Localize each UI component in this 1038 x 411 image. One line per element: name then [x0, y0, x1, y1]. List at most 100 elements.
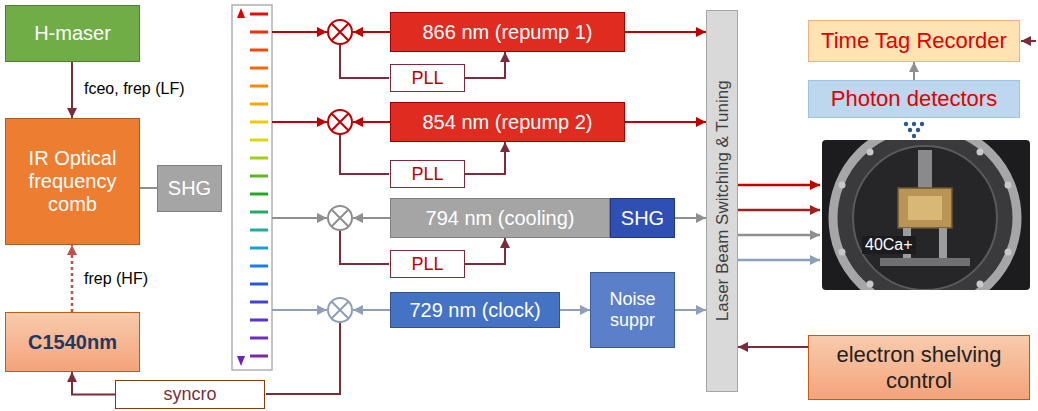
mixer-circle — [328, 298, 352, 322]
comb-line — [250, 103, 268, 106]
comb-line — [250, 121, 268, 124]
node-text: Noise suppr — [597, 289, 668, 330]
comb-line — [250, 67, 268, 70]
spectrum-axis-head — [237, 8, 245, 18]
comb-line — [250, 193, 268, 196]
comb-line — [250, 175, 268, 178]
mixer-circle — [328, 206, 352, 230]
trap-electrodes — [898, 188, 952, 228]
input-arrow — [1021, 40, 1036, 42]
vacuum-flange — [833, 140, 1017, 290]
node-text: H-maser — [34, 22, 111, 45]
switch-box: Laser Beam Switching & Tuning — [706, 10, 738, 392]
shg-box: SHG — [157, 165, 222, 212]
ion-trap-picture — [822, 140, 1030, 290]
trap-leg — [939, 228, 947, 258]
comb-line — [250, 211, 268, 214]
bolt — [977, 149, 984, 156]
bolt — [839, 182, 846, 189]
comb-box: IR Optical frequency comb — [5, 118, 140, 245]
node-text: IR Optical frequency comb — [12, 147, 133, 216]
node-text: Time Tag Recorder — [821, 28, 1007, 53]
mixer-wire — [340, 134, 389, 174]
node-text: syncro — [163, 384, 216, 405]
dot — [916, 128, 920, 132]
beam-arrow — [738, 209, 820, 212]
comb-line — [250, 31, 268, 34]
comb-line — [250, 355, 268, 358]
signal-label: fceo, frep (LF) — [82, 80, 186, 98]
node-text: PLL — [411, 68, 443, 89]
mixer-wire — [340, 230, 389, 264]
node-text: 729 nm (clock) — [409, 299, 540, 322]
connector — [738, 346, 808, 348]
node-text: 794 nm (cooling) — [426, 207, 575, 230]
bolt — [867, 281, 874, 288]
mixer-circle — [328, 20, 352, 44]
node-text: Laser Beam Switching & Tuning — [712, 81, 732, 322]
laser-arrow — [353, 121, 390, 123]
dot — [908, 128, 912, 132]
mixer-cross — [332, 302, 349, 319]
spectrum-axis-head — [237, 356, 245, 366]
connector — [625, 31, 706, 33]
comb-line — [250, 49, 268, 52]
pll-box: PLL — [390, 250, 465, 278]
node-text: Photon detectors — [831, 86, 997, 111]
beat-arrow — [272, 121, 327, 123]
mixer-symbol — [328, 20, 352, 44]
spectrum-panel — [232, 5, 272, 370]
connector — [465, 52, 505, 78]
mixer-cross — [332, 210, 349, 227]
ion-label: 40Ca+ — [862, 236, 916, 254]
comb-line — [250, 13, 268, 16]
node-text: C1540nm — [28, 331, 117, 354]
connector — [71, 62, 73, 118]
connector — [913, 62, 915, 80]
beam-arrow — [738, 184, 820, 187]
bolt — [977, 281, 984, 288]
filter-box: Noise suppr — [590, 272, 675, 348]
comb-line — [250, 265, 268, 268]
laser-arrow — [353, 31, 390, 33]
mixer-wire — [266, 322, 340, 394]
node-text: SHG — [621, 207, 664, 230]
mixer-symbol — [328, 298, 352, 322]
laser-box: 794 nm (cooling) — [390, 198, 610, 238]
shg-box: SHG — [610, 198, 675, 238]
connector — [625, 121, 706, 123]
pll-box: PLL — [390, 64, 465, 92]
mixer-wire — [340, 44, 389, 78]
laser-arrow — [353, 309, 390, 311]
node-text: electron shelving control — [815, 342, 1023, 393]
node-text: PLL — [411, 254, 443, 275]
comb-line — [250, 85, 268, 88]
mixer-cross — [332, 24, 349, 41]
comb-line — [250, 247, 268, 250]
beam-arrow — [738, 259, 820, 262]
dot — [904, 122, 908, 126]
comb-line — [250, 301, 268, 304]
mixer-cross — [332, 114, 349, 131]
comb-line — [250, 319, 268, 322]
node-text: PLL — [411, 164, 443, 185]
mixer-symbol — [328, 206, 352, 230]
control-box: electron shelving control — [808, 335, 1030, 400]
detector-box: Photon detectors — [808, 80, 1020, 118]
viewport — [853, 146, 997, 290]
pll-box: PLL — [390, 160, 465, 188]
node-text: 854 nm (repump 2) — [422, 111, 592, 134]
laser-box: 854 nm (repump 2) — [390, 102, 625, 142]
bolt — [1005, 249, 1012, 256]
comb-line — [250, 337, 268, 340]
connector — [71, 245, 74, 312]
connector — [72, 372, 115, 395]
comb-line — [250, 157, 268, 160]
photon-dots — [904, 122, 924, 138]
beat-arrow — [272, 309, 327, 311]
comb-lines — [250, 14, 268, 356]
beam-arrow — [738, 234, 820, 237]
laser-box: 866 nm (repump 1) — [390, 12, 625, 52]
comb-line — [250, 283, 268, 286]
laser-box: C1540nm — [5, 312, 140, 372]
